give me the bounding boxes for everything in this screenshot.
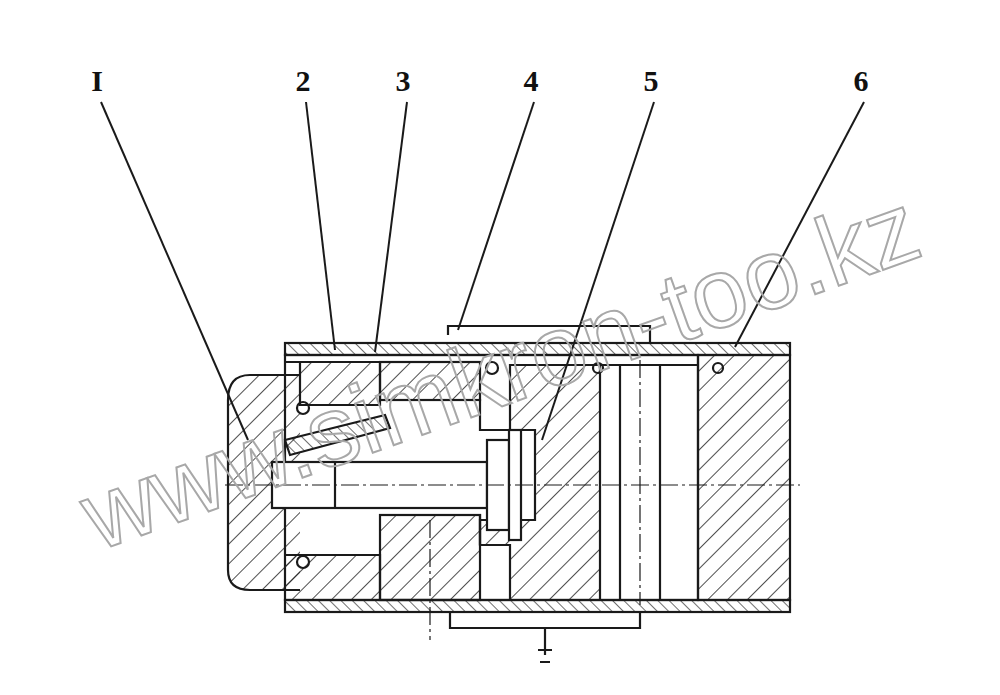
callout-number: 2 xyxy=(294,66,313,96)
callout-number: 4 xyxy=(522,66,541,96)
callout-number: 3 xyxy=(394,66,413,96)
callout-number: I xyxy=(89,66,105,96)
callout-number: 6 xyxy=(852,66,871,96)
callout-number: 5 xyxy=(642,66,661,96)
